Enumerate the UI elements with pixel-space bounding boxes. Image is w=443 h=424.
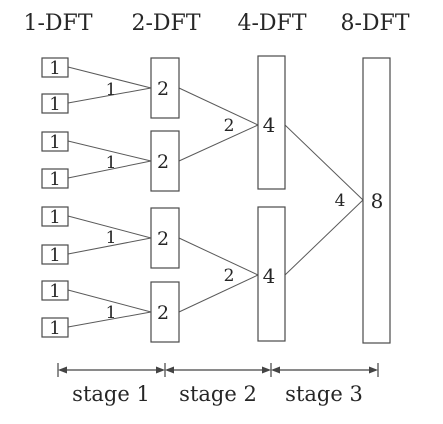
edges <box>67 66 364 328</box>
dft1-label-5: 1 <box>49 207 60 228</box>
stage-label-3: stage 3 <box>285 382 363 406</box>
dft2-box-1 <box>150 57 180 119</box>
stage3-arrow <box>271 366 378 374</box>
edge-s2-b1 <box>178 237 259 276</box>
dft1-label-7: 1 <box>49 281 60 302</box>
header-4-dft: 4-DFT <box>237 11 306 36</box>
edge-label-s1-b: 1 <box>106 153 117 173</box>
dft1-box-6 <box>41 244 69 265</box>
edge-label-s2-b: 2 <box>224 266 235 286</box>
dft1-box-1 <box>41 57 69 78</box>
stage-arrows <box>57 363 379 377</box>
edge-s1-d1 <box>67 289 152 313</box>
dft1-box-8 <box>41 317 69 338</box>
dft2-box-2 <box>150 130 180 192</box>
dft8-box <box>362 57 391 344</box>
dft2-box-4 <box>150 281 180 343</box>
dft2-box-3 <box>150 207 180 269</box>
edge-label-s1-a: 1 <box>106 80 117 100</box>
edge-label-s2-a: 2 <box>224 116 235 136</box>
stage3-edge-labels: 4 <box>335 191 346 211</box>
dft2-label-2: 2 <box>157 151 169 173</box>
edge-s1-d2 <box>67 311 152 328</box>
edge-s3-a <box>284 124 364 201</box>
dft1-label-8: 1 <box>49 318 60 339</box>
stage-labels: stage 1 stage 2 stage 3 <box>72 382 363 406</box>
edge-s1-c1 <box>67 215 152 239</box>
edge-s2-a1 <box>178 87 259 126</box>
stage1-arrow <box>58 366 165 374</box>
dft1-label-3: 1 <box>49 132 60 153</box>
dft1-column: 1 1 1 1 1 1 1 1 <box>41 57 69 339</box>
stage2-arrow <box>165 366 271 374</box>
edge-s1-c2 <box>67 237 152 255</box>
dft1-label-6: 1 <box>49 245 60 266</box>
edge-s2-b2 <box>178 274 259 313</box>
dft1-box-2 <box>41 93 69 114</box>
dft1-label-2: 1 <box>49 94 60 115</box>
header-8-dft: 8-DFT <box>340 11 409 36</box>
dft1-box-3 <box>41 131 69 152</box>
header-1-dft: 1-DFT <box>23 11 92 36</box>
edge-label-s3: 4 <box>335 191 346 211</box>
dft8-label: 8 <box>371 189 384 213</box>
dft4-column: 4 4 <box>257 55 286 342</box>
dft1-box-4 <box>41 168 69 189</box>
edge-label-s1-c: 1 <box>106 228 117 248</box>
edge-s1-b1 <box>67 140 152 162</box>
edge-label-s1-d: 1 <box>106 303 117 323</box>
dft2-column: 2 2 2 2 <box>150 57 180 343</box>
dft2-label-4: 2 <box>157 302 169 324</box>
dft1-box-5 <box>41 206 69 227</box>
dft2-label-1: 2 <box>157 78 169 100</box>
stage-label-1: stage 1 <box>72 382 150 406</box>
edge-s1-a2 <box>67 87 152 104</box>
column-headers: 1-DFT 2-DFT 4-DFT 8-DFT <box>23 11 409 36</box>
edge-s3-b <box>284 199 364 276</box>
stage2-edge-labels: 2 2 <box>224 116 235 286</box>
dft4-box-1 <box>257 55 286 190</box>
edge-s1-a1 <box>67 66 152 89</box>
dft4-label-2: 4 <box>263 264 276 288</box>
dft4-box-2 <box>257 206 286 342</box>
dft1-label-4: 1 <box>49 169 60 190</box>
dft1-box-7 <box>41 280 69 301</box>
header-2-dft: 2-DFT <box>131 11 200 36</box>
edge-s1-b2 <box>67 160 152 179</box>
dft2-label-3: 2 <box>157 228 169 250</box>
dft1-label-1: 1 <box>49 58 60 79</box>
stage-label-2: stage 2 <box>179 382 257 406</box>
edge-s2-a2 <box>178 124 259 162</box>
dft8-column: 8 <box>362 57 391 344</box>
dft4-label-1: 4 <box>263 113 276 137</box>
stage1-edge-labels: 1 1 1 1 <box>106 80 117 323</box>
